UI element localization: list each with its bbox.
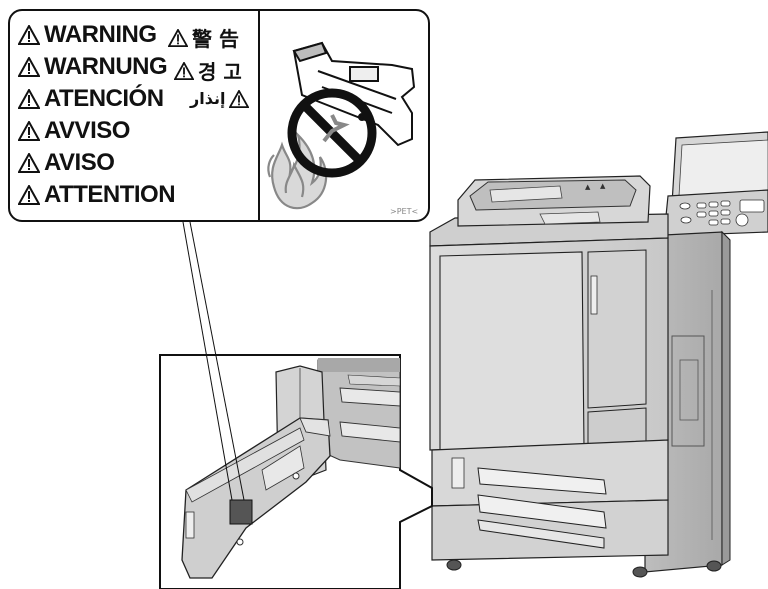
no-incineration-pictogram — [267, 41, 416, 210]
warning-triangle-icon — [18, 185, 40, 205]
warning-text: 警 告 — [192, 27, 239, 51]
warning-row-es: ATENCIÓN — [18, 85, 164, 113]
warning-row-ja: 警 告 — [168, 23, 239, 52]
control-panel — [663, 189, 768, 237]
warning-text: AVVISO — [44, 117, 130, 144]
warning-text: 경 고 — [198, 60, 242, 84]
material-code: >PET< — [390, 207, 419, 216]
warning-text: WARNING — [44, 21, 157, 48]
warning-text: AVISO — [44, 149, 115, 176]
warning-text: ATTENTION — [44, 181, 176, 208]
warning-triangle-icon — [174, 61, 194, 80]
warning-row-pt: AVISO — [18, 149, 115, 177]
warning-triangle-icon — [18, 89, 40, 109]
warning-text: WARNUNG — [44, 53, 168, 80]
warning-triangle-icon — [18, 57, 40, 77]
warning-triangle-icon — [18, 121, 40, 141]
front-panel — [429, 237, 669, 453]
warning-text: ATENCIÓN — [44, 85, 164, 112]
svg-text:▲: ▲ — [600, 182, 606, 190]
warning-row-ar: إنذار — [190, 89, 253, 108]
document-feeder: ▲ ▲ — [429, 175, 669, 249]
warning-triangle-icon — [168, 28, 188, 47]
warning-text: إنذار — [190, 89, 226, 108]
warning-triangle-icon — [229, 89, 250, 108]
warning-triangle-icon — [18, 153, 40, 173]
leader-lines — [182, 221, 245, 501]
label-divider — [258, 11, 260, 220]
prohibition-icon — [287, 88, 377, 178]
warning-label: WARNING WARNUNG ATENCIÓN AVVISO AVISO AT… — [8, 9, 430, 222]
warning-row-en: WARNING — [18, 21, 157, 49]
warning-row-ko: 경 고 — [174, 56, 242, 85]
warning-triangle-icon — [18, 25, 40, 45]
warning-row-it: AVVISO — [18, 117, 130, 145]
warning-row-fr: ATTENTION — [18, 181, 176, 209]
flame-icon — [267, 131, 328, 210]
monitor — [671, 131, 768, 205]
warning-row-de: WARNUNG — [18, 53, 168, 81]
inset-frame — [159, 354, 433, 589]
svg-text:▲: ▲ — [585, 183, 591, 191]
